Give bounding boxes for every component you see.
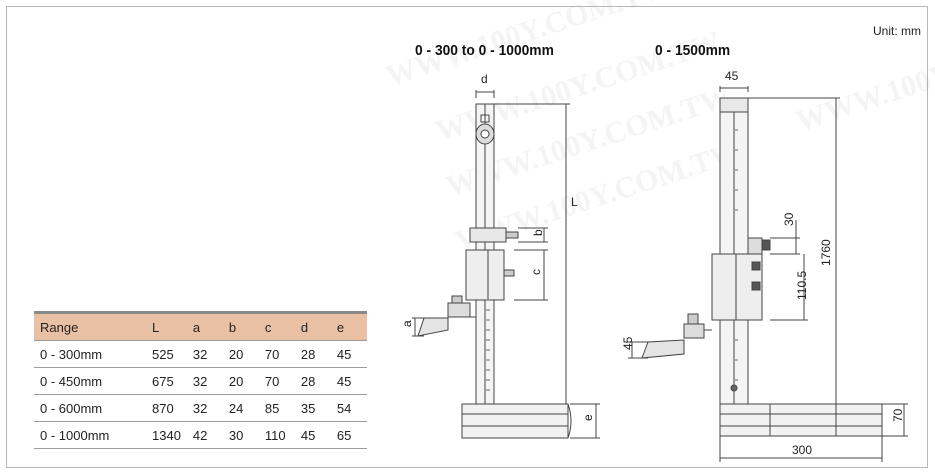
header-e: e [330,311,367,341]
table-cell: 45 [294,421,331,449]
table-cell: 85 [258,394,295,422]
header-b: b [222,311,259,341]
left-gauge-drawing [412,90,600,439]
table-cell: 0 - 1000mm [34,421,146,449]
table-row: 0 - 450mm 675 32 20 70 28 45 [34,367,367,395]
table-cell: 32 [186,367,223,395]
header-c: c [258,311,295,341]
table-cell: 54 [330,394,367,422]
table-cell: 525 [146,340,187,368]
unit-label: Unit: mm [873,24,921,38]
dim-label-45-top: 45 [725,69,739,83]
header-L: L [146,311,187,341]
table-cell: 28 [294,367,331,395]
table-cell: 70 [258,340,295,368]
dim-label-e: e [581,414,595,421]
table-cell: 28 [294,340,331,368]
table-row: 0 - 600mm 870 32 24 85 35 54 [34,394,367,422]
dim-label-c: c [529,269,543,275]
dim-label-30: 30 [782,212,796,226]
table-cell: 35 [294,394,331,422]
left-diagram-title: 0 - 300 to 0 - 1000mm [415,42,554,59]
figure-frame [6,6,928,468]
table-cell: 870 [146,394,187,422]
spec-table-header: Range L a b c d e [34,311,367,341]
table-row: 0 - 300mm 525 32 20 70 28 45 [34,340,367,368]
dim-label-70: 70 [891,408,905,422]
right-diagram-title: 0 - 1500mm [655,42,731,59]
table-cell: 30 [222,421,259,449]
table-row: 0 - 1000mm 1340 42 30 110 45 65 [34,421,367,449]
dim-label-a: a [400,320,414,327]
table-cell: 0 - 600mm [34,394,146,422]
dim-label-1760: 1760 [819,239,833,266]
table-cell: 0 - 300mm [34,340,146,368]
table-cell: 20 [222,340,259,368]
dim-label-300: 300 [792,443,812,457]
dim-label-110-5: 110.5 [795,271,809,300]
right-gauge-drawing [628,86,908,462]
table-cell: 65 [330,421,367,449]
table-cell: 20 [222,367,259,395]
table-cell: 675 [146,367,187,395]
table-cell: 24 [222,394,259,422]
table-cell: 110 [258,421,295,449]
header-range: Range [34,311,146,341]
table-cell: 0 - 450mm [34,367,146,395]
table-cell: 32 [186,394,223,422]
table-cell: 1340 [146,421,187,449]
table-cell: 32 [186,340,223,368]
table-cell: 45 [330,367,367,395]
table-cell: 70 [258,367,295,395]
header-d: d [294,311,331,341]
dim-label-b: b [531,229,545,236]
dim-label-45-jaw: 45 [621,336,635,350]
dim-label-d: d [481,72,488,86]
spec-table: Range L a b c d e 0 - 300mm 525 32 20 70… [34,311,367,449]
dim-label-L: L [571,195,578,209]
table-cell: 45 [330,340,367,368]
table-cell: 42 [186,421,223,449]
header-a: a [186,311,223,341]
